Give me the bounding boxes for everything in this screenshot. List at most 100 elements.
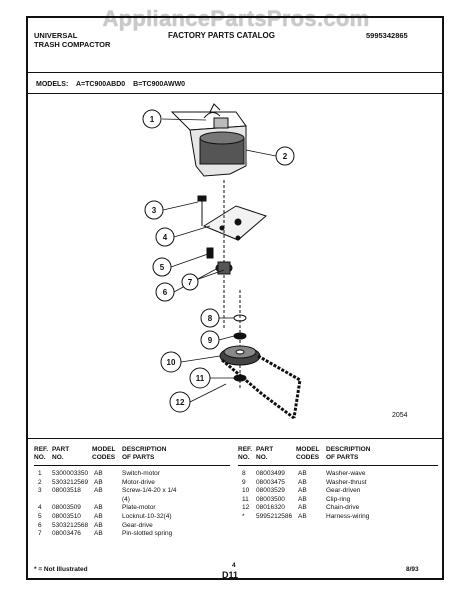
ref-cell: 8 [242,470,246,477]
description-cell: Screw-1/4-20 x 1/4 [122,487,177,495]
callout-3-label: 3 [152,206,157,215]
header-rule [28,72,442,73]
part-number-cell: 08003475 [256,478,285,486]
header-model-codes: MODEL CODES [92,446,116,461]
revision-date: 8/93 [406,566,419,573]
callouts: 1 2 3 4 5 6 7 8 9 10 11 12 [142,109,295,413]
callout-5-label: 5 [160,263,165,272]
description-cell: Plate-motor [122,504,156,512]
description-cell: Washer-thrust [326,478,367,486]
description-cell: Locknut-10-32(4) [122,513,172,520]
part-number-cell: 5300003350 [52,470,89,477]
model-a: A=TC900ABD0 [75,81,126,88]
model-code-cell: AB [298,478,307,486]
driven-gear-drawing [219,345,261,366]
description-cell: Motor-drive [122,478,155,486]
drive-chain-drawing [221,354,302,420]
header-description: DESCRIPTION OF PARTS [326,446,371,461]
drive-motor-drawing [170,103,247,177]
description-cell: Pin-slotted spring [122,530,173,538]
header-ref: REF. NO. [34,446,49,461]
ref-cell: 1 [38,470,42,477]
callout-11-label: 11 [196,374,205,383]
footnote: * = Not Illustrated [34,566,88,573]
ref-cell: 7 [38,530,42,538]
callout-4: 4 [155,227,175,247]
washer-drawing [233,290,247,390]
brand-line-1: UNIVERSAL [34,31,78,40]
watermark: AppliancePartsPros.com [102,6,370,31]
callout-6: 6 [155,282,175,302]
figure-number: 2054 [392,412,408,419]
callout-6-label: 6 [163,288,168,297]
header-underline [238,465,438,466]
description-cell: Harness-wiring [326,513,370,520]
model-code-cell: AB [298,487,307,495]
description-cell: (4) [122,495,130,503]
table-row: 9 08003475 AB Washer-thrust [238,479,438,488]
model-code-cell: AB [94,504,103,512]
description-cell: Chain-drive [326,504,360,512]
description-cell: Gear-driven [326,487,361,495]
callout-9: 9 [200,330,220,350]
callout-8: 8 [200,308,220,328]
models-label: MODELS: [36,81,69,88]
motor-plate-drawing [202,205,267,241]
ref-cell: 12 [242,504,250,512]
callout-3: 3 [144,200,164,220]
part-number-cell: 08003518 [52,487,81,495]
ref-cell: 6 [38,521,42,529]
models-rule [28,93,442,94]
header-part: PART NO. [52,446,70,461]
part-number-cell: 08016320 [256,504,285,512]
callout-10-label: 10 [167,358,176,367]
callout-1-label: 1 [150,115,155,124]
header-model-codes: MODEL CODES [296,446,320,461]
description-cell: Gear-drive [122,521,153,529]
header-underline [34,465,230,466]
ref-cell: 10 [242,487,250,495]
callout-5: 5 [152,257,172,277]
callout-2: 2 [275,146,295,166]
header-description: DESCRIPTION OF PARTS [122,446,167,461]
callout-7-label: 7 [188,278,193,287]
page-number: 4 [232,562,236,569]
model-code-cell: AB [94,521,103,529]
ref-cell: 5 [38,513,42,520]
model-code-cell: AB [298,495,307,503]
part-number-cell: 08003510 [52,513,81,520]
callout-1: 1 [142,109,162,129]
catalog-number: 5995342865 [366,31,408,40]
parts-table-rule [28,438,442,439]
drive-gear-drawing [206,180,233,330]
model-code-cell: AB [94,478,103,486]
ref-cell: 9 [242,478,246,486]
callout-9-label: 9 [208,336,213,345]
part-number-cell: 08003500 [256,495,285,503]
model-code-cell: AB [94,513,103,520]
catalog-title: FACTORY PARTS CATALOG [168,31,275,40]
callout-10: 10 [160,351,182,373]
part-number-cell: 5995212586 [256,513,293,520]
table-row: 2 5303212569 AB Motor-drive [34,479,230,488]
section-code: D11 [222,570,239,580]
part-number-cell: 5303212569 [52,478,89,486]
ref-cell: 2 [38,478,42,486]
description-cell: Switch-motor [122,470,160,477]
ref-cell: 4 [38,504,42,512]
callout-2-label: 2 [283,152,288,161]
table-row: 5 08003510 AB Locknut-10-32(4) [34,513,230,522]
model-code-cell: AB [94,487,103,495]
callout-12: 12 [169,391,191,413]
catalog-page-frame [26,16,444,580]
part-number-cell: 08003529 [256,487,285,495]
header-ref: REF. NO. [238,446,253,461]
